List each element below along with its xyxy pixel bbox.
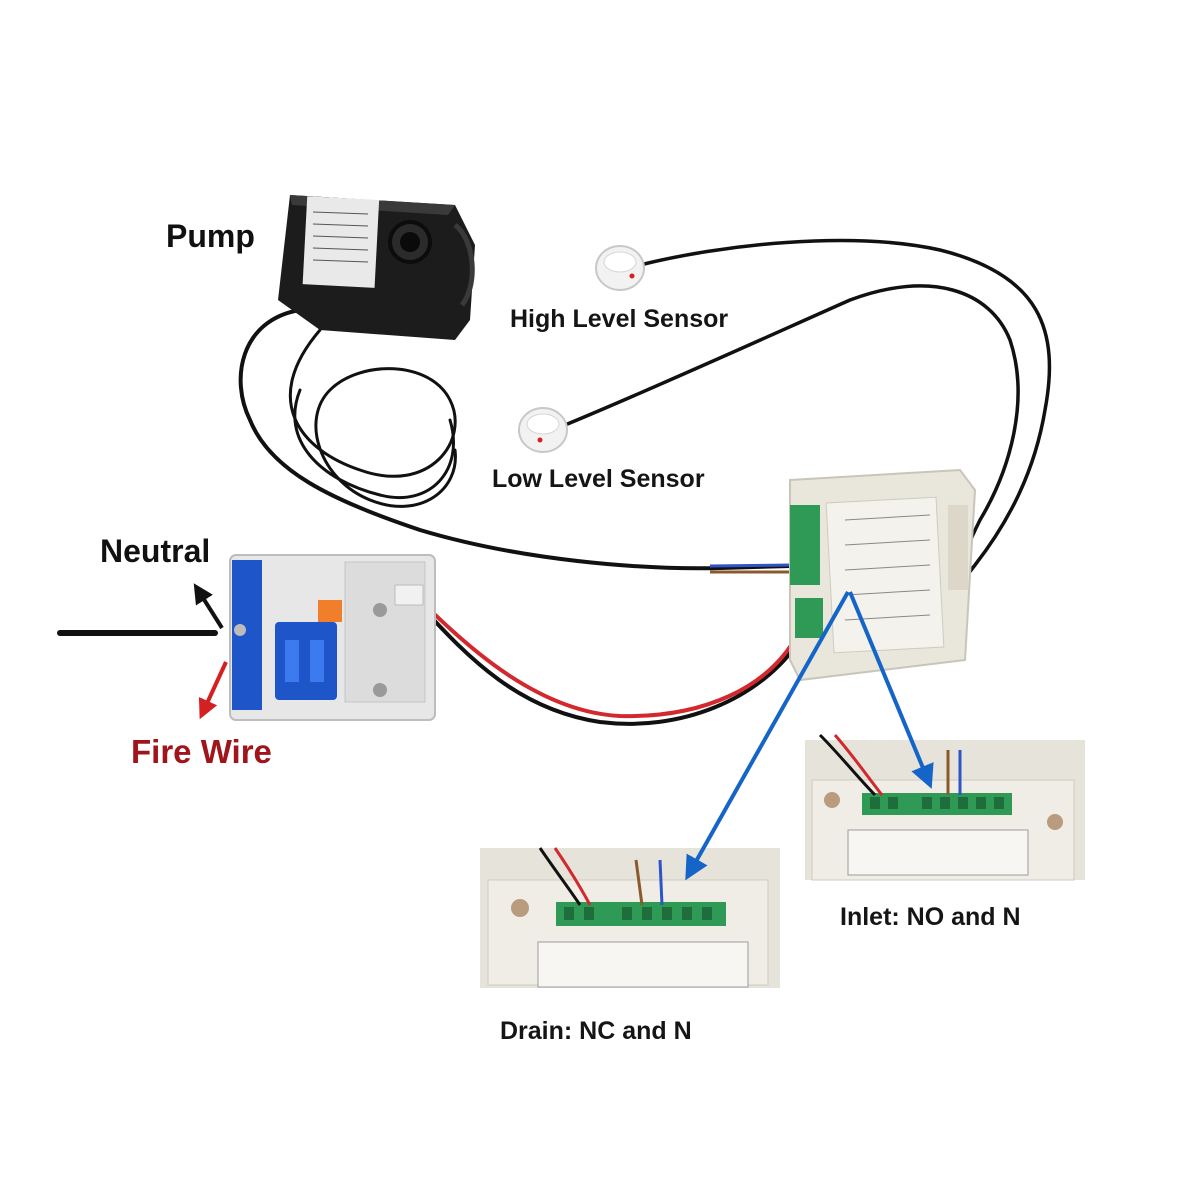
- pump-lead-blue: [709, 563, 796, 568]
- high-level-sensor-label: High Level Sensor: [510, 305, 729, 333]
- low-sensor-cable: [563, 284, 1020, 577]
- drain-terminal-inset: [480, 847, 780, 988]
- cables: [57, 238, 1052, 726]
- circuit-breaker-icon: [229, 554, 436, 721]
- high-sensor-cable: [638, 238, 1052, 592]
- neutral-arrow: [193, 583, 224, 630]
- drain-label: Drain: NC and N: [500, 1017, 692, 1045]
- supply-cable-black: [418, 603, 802, 726]
- controller-module-icon: [789, 468, 977, 682]
- high-level-sensor-icon: [595, 245, 645, 291]
- pump-cable-coil-1: [288, 328, 457, 508]
- drain-callout-arrow: [685, 591, 850, 881]
- inlet-label: Inlet: NO and N: [840, 903, 1021, 931]
- neutral-label: Neutral: [100, 533, 211, 569]
- low-level-sensor-label: Low Level Sensor: [492, 465, 705, 493]
- inlet-terminal-inset: [805, 733, 1085, 881]
- live-wire: [418, 598, 802, 719]
- fire-wire-label: Fire Wire: [131, 733, 272, 770]
- pump-label: Pump: [166, 218, 255, 254]
- pump-cable-coil-2: [293, 388, 455, 500]
- pump-cable: [238, 308, 792, 571]
- inlet-callout-arrow: [848, 591, 934, 789]
- low-level-sensor-icon: [518, 407, 568, 453]
- pump-icon: [278, 195, 475, 340]
- fire-wire-arrow: [198, 661, 228, 720]
